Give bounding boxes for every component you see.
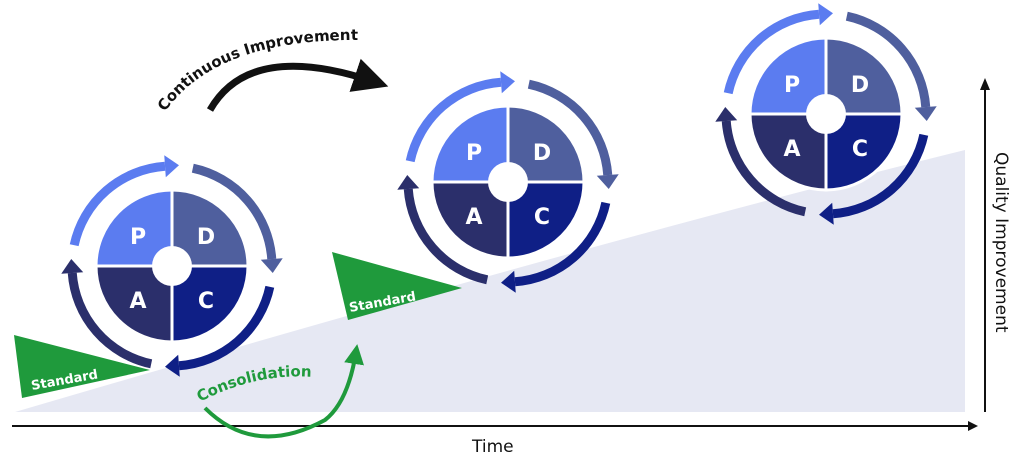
cycle-arrows-icon bbox=[723, 9, 820, 95]
plan-quadrant bbox=[430, 104, 510, 184]
do-quadrant bbox=[824, 36, 904, 116]
check-letter: C bbox=[852, 137, 868, 162]
cycle-arrowhead-icon bbox=[165, 354, 180, 377]
wheel-hub bbox=[806, 94, 846, 134]
cycle-arrows-icon bbox=[191, 163, 277, 260]
pdca-wheel: P D C A bbox=[715, 3, 937, 225]
cycle-arrows-icon bbox=[721, 120, 807, 217]
wheel-hub bbox=[488, 162, 528, 202]
cycle-arrows-icon bbox=[178, 285, 275, 371]
x-axis-label: Time bbox=[471, 437, 514, 457]
cycle-arrows-icon bbox=[69, 161, 166, 247]
cycle-arrowhead-icon bbox=[596, 174, 619, 189]
x-axis bbox=[12, 421, 978, 431]
act-quadrant bbox=[94, 264, 174, 344]
cycle-arrows-icon bbox=[832, 133, 929, 219]
cycle-arrows-icon bbox=[514, 201, 611, 287]
plan-letter: P bbox=[466, 141, 482, 166]
y-axis bbox=[980, 78, 990, 412]
continuous-improvement-arrow bbox=[206, 58, 389, 112]
act-letter: A bbox=[129, 289, 146, 314]
plan-letter: P bbox=[130, 225, 146, 250]
act-quadrant bbox=[430, 180, 510, 260]
cycle-arrowhead-icon bbox=[164, 155, 179, 178]
check-quadrant bbox=[506, 180, 586, 260]
do-letter: D bbox=[197, 225, 215, 250]
cycle-arrows-icon bbox=[405, 77, 502, 163]
do-quadrant bbox=[170, 188, 250, 268]
check-letter: C bbox=[534, 205, 550, 230]
act-quadrant bbox=[748, 112, 828, 192]
cycle-arrowhead-icon bbox=[914, 106, 937, 121]
cycle-arrowhead-icon bbox=[819, 202, 834, 225]
cycle-arrowhead-icon bbox=[61, 259, 84, 274]
plan-quadrant bbox=[94, 188, 174, 268]
pdca-wheel: P D C A bbox=[61, 155, 283, 377]
cycle-arrowhead-icon bbox=[715, 107, 738, 122]
y-axis-label: Quality Improvement bbox=[991, 152, 1011, 333]
do-quadrant bbox=[506, 104, 586, 184]
wheel-hub bbox=[152, 246, 192, 286]
consolidation-arrow bbox=[203, 344, 364, 439]
plan-quadrant bbox=[748, 36, 828, 116]
cycle-arrowhead-icon bbox=[818, 3, 833, 26]
do-letter: D bbox=[851, 73, 869, 98]
cycle-arrows-icon bbox=[527, 79, 613, 176]
do-letter: D bbox=[533, 141, 551, 166]
cycle-arrows-icon bbox=[67, 272, 153, 369]
quality-ramp bbox=[15, 150, 965, 412]
act-letter: A bbox=[465, 205, 482, 230]
check-quadrant bbox=[824, 112, 904, 192]
cycle-arrowhead-icon bbox=[500, 71, 515, 94]
check-quadrant bbox=[170, 264, 250, 344]
check-letter: C bbox=[198, 289, 214, 314]
cycle-arrowhead-icon bbox=[501, 270, 516, 293]
cycle-arrowhead-icon bbox=[260, 258, 283, 273]
plan-letter: P bbox=[784, 73, 800, 98]
cycle-arrowhead-icon bbox=[397, 175, 420, 190]
pdca-wheel: P D C A bbox=[397, 71, 619, 293]
act-letter: A bbox=[783, 137, 800, 162]
cycle-arrows-icon bbox=[845, 11, 931, 108]
cycle-arrows-icon bbox=[403, 188, 489, 285]
